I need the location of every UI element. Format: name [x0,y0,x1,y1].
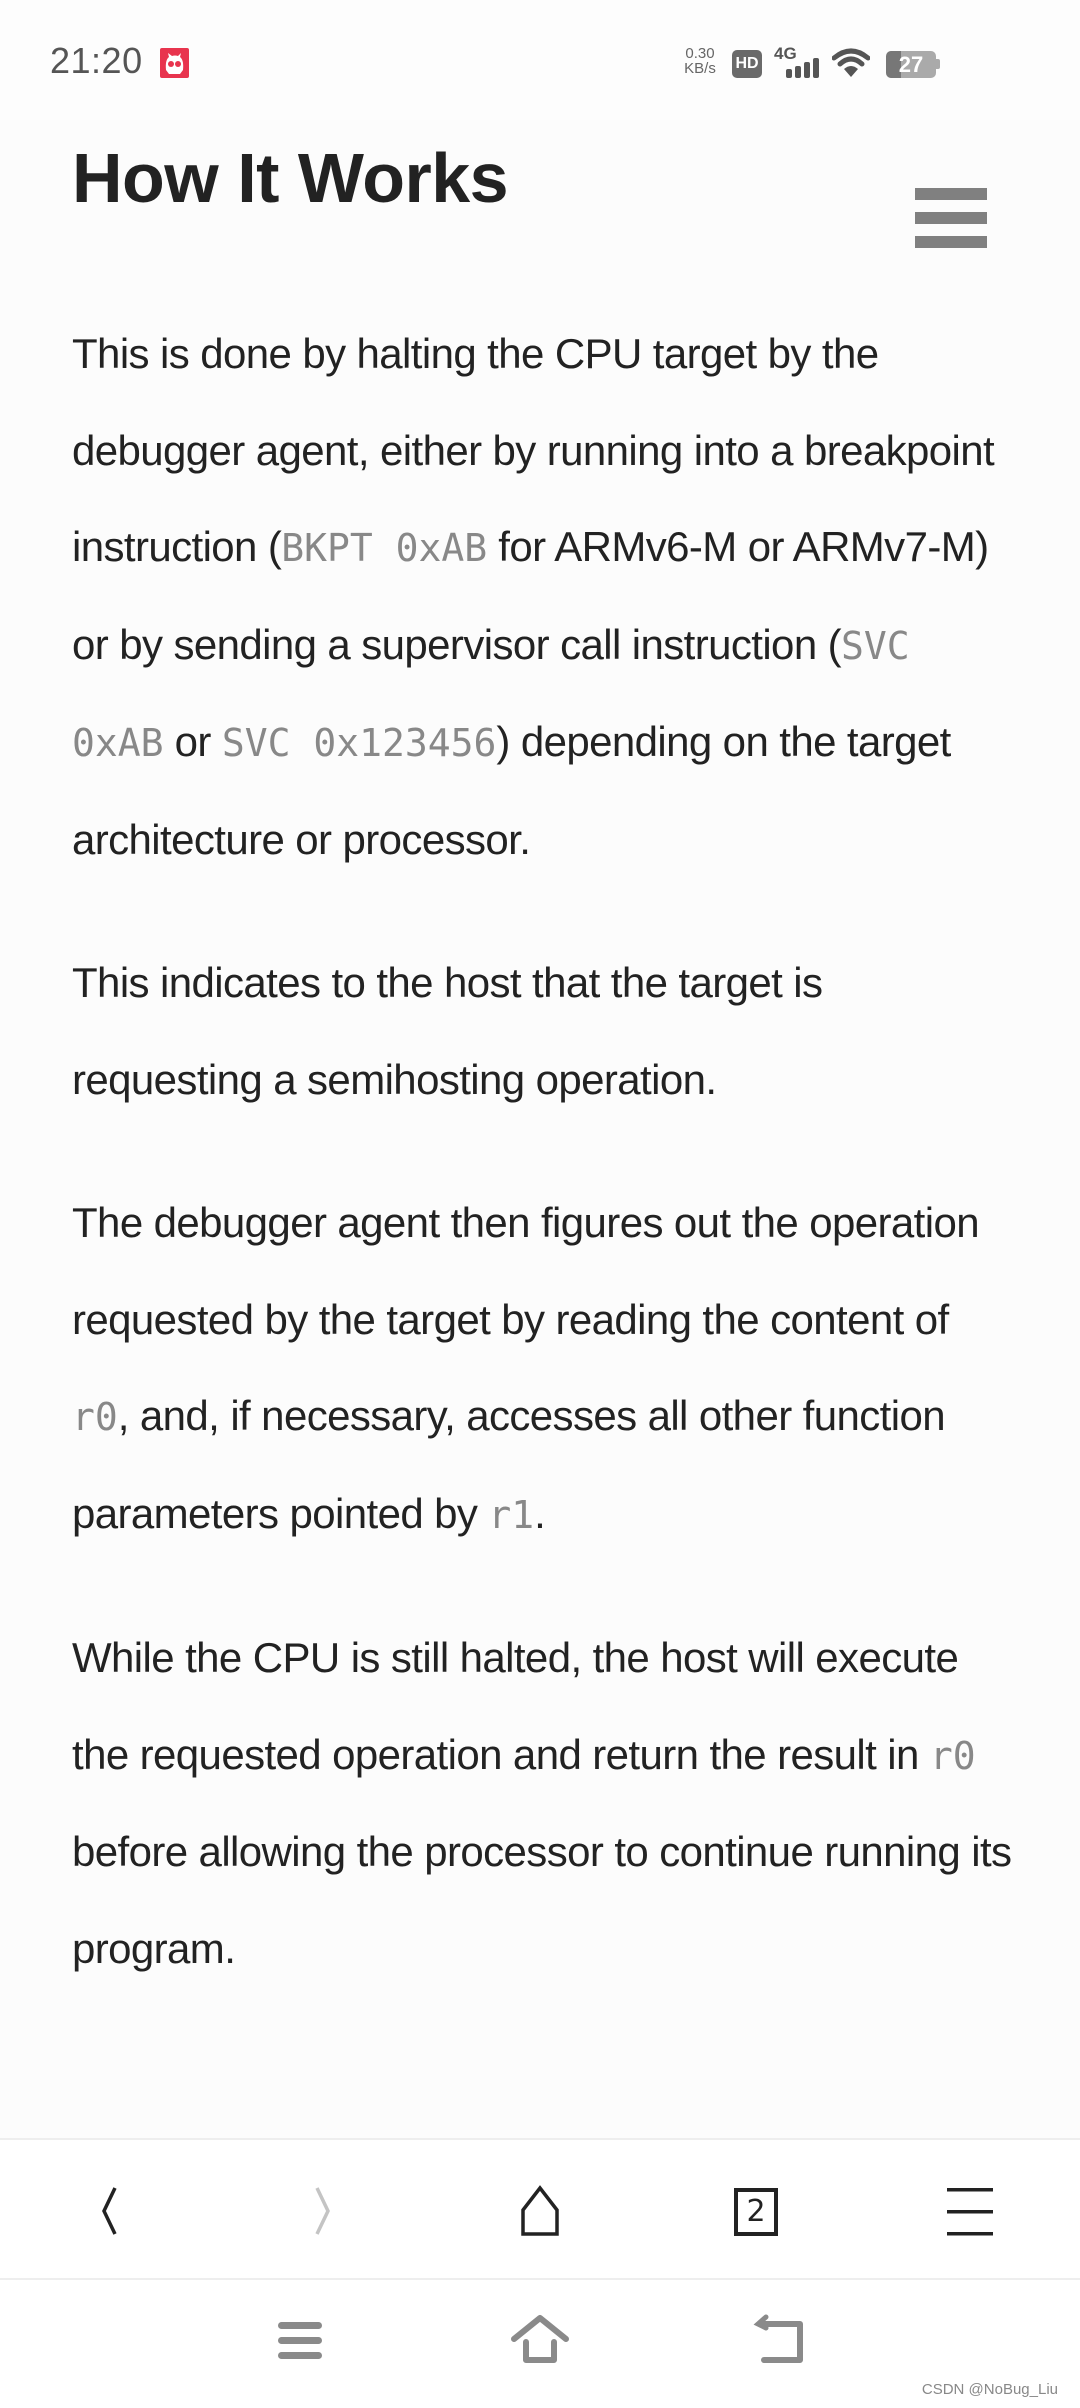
app-notification-icon [160,48,189,78]
system-nav-bar: CSDN @NoBug_Liu [0,2280,1080,2408]
article-body: This is done by halting the CPU target b… [72,306,1012,2044]
status-bar: 21:20 0.30 KB/s HD 4G 27 [0,0,1080,120]
network-speed-value: 0.30 [685,45,715,62]
paragraph-text: ) depending on the target architecture o… [72,718,951,863]
inline-code: SVC 0xAB [72,623,910,766]
back-button[interactable] [60,2166,150,2256]
hamburger-menu-icon[interactable] [912,186,988,252]
home-icon [521,2185,559,2236]
tab-count-icon: 2 [734,2188,778,2236]
browser-toolbar: 2 [0,2138,1080,2280]
inline-code: r1 [488,1492,535,1537]
status-time: 21:20 [50,40,143,81]
paragraph: The debugger agent then figures out the … [72,1175,1012,1563]
network-speed: 0.30 KB/s [677,46,723,76]
cellular-signal-icon [786,56,822,83]
browser-menu-button[interactable] [925,2166,1015,2256]
system-home-button[interactable] [500,2304,580,2374]
menu-bar-bottom [915,236,987,248]
home-button[interactable] [495,2166,585,2256]
chevron-right-icon [315,2187,330,2235]
paragraph-text: before allowing the processor to continu… [72,1828,1012,1972]
paragraph-text: This is done by halting the CPU target b… [72,330,995,570]
network-speed-unit: KB/s [684,60,716,77]
chevron-left-icon [102,2187,117,2235]
forward-button[interactable] [282,2166,372,2256]
hd-voice-icon: HD [732,50,762,78]
tabs-button[interactable]: 2 [710,2166,800,2256]
paragraph-text: or [163,718,222,765]
inline-code: SVC 0x123456 [221,721,497,765]
system-back-button[interactable] [740,2304,820,2374]
menu-bar-top [915,188,987,200]
home-icon [511,2315,569,2363]
network-type: 4G [774,44,797,63]
paragraph-text: , and, if necessary, accesses all other … [72,1392,946,1537]
menu-icon [947,2188,993,2236]
paragraph-text: for ARMv6-M or ARMv7-M) or by sending a … [72,523,989,668]
inline-code: r0 [72,1395,118,1439]
inline-code: BKPT 0xAB [281,526,488,570]
menu-bar-middle [915,212,987,224]
inline-code: r0 [929,1733,976,1778]
paragraph-text: While the CPU is still halted, the host … [72,1634,959,1778]
battery-icon: 27 [886,51,936,78]
recents-button[interactable] [260,2304,340,2374]
battery-tip [936,59,940,69]
paragraph-text: . [534,1489,546,1537]
paragraph-text: This indicates to the host that the targ… [72,959,823,1103]
watermark: CSDN @NoBug_Liu [921,2381,1058,2398]
recents-icon [278,2322,322,2359]
wifi-icon [831,48,871,83]
paragraph: This is done by halting the CPU target b… [72,306,1012,888]
paragraph: This indicates to the host that the targ… [72,935,1012,1128]
paragraph: While the CPU is still halted, the host … [72,1610,1012,1997]
page-title: How It Works [72,139,509,217]
back-icon [753,2314,803,2363]
paragraph-text: The debugger agent then figures out the … [72,1199,980,1343]
